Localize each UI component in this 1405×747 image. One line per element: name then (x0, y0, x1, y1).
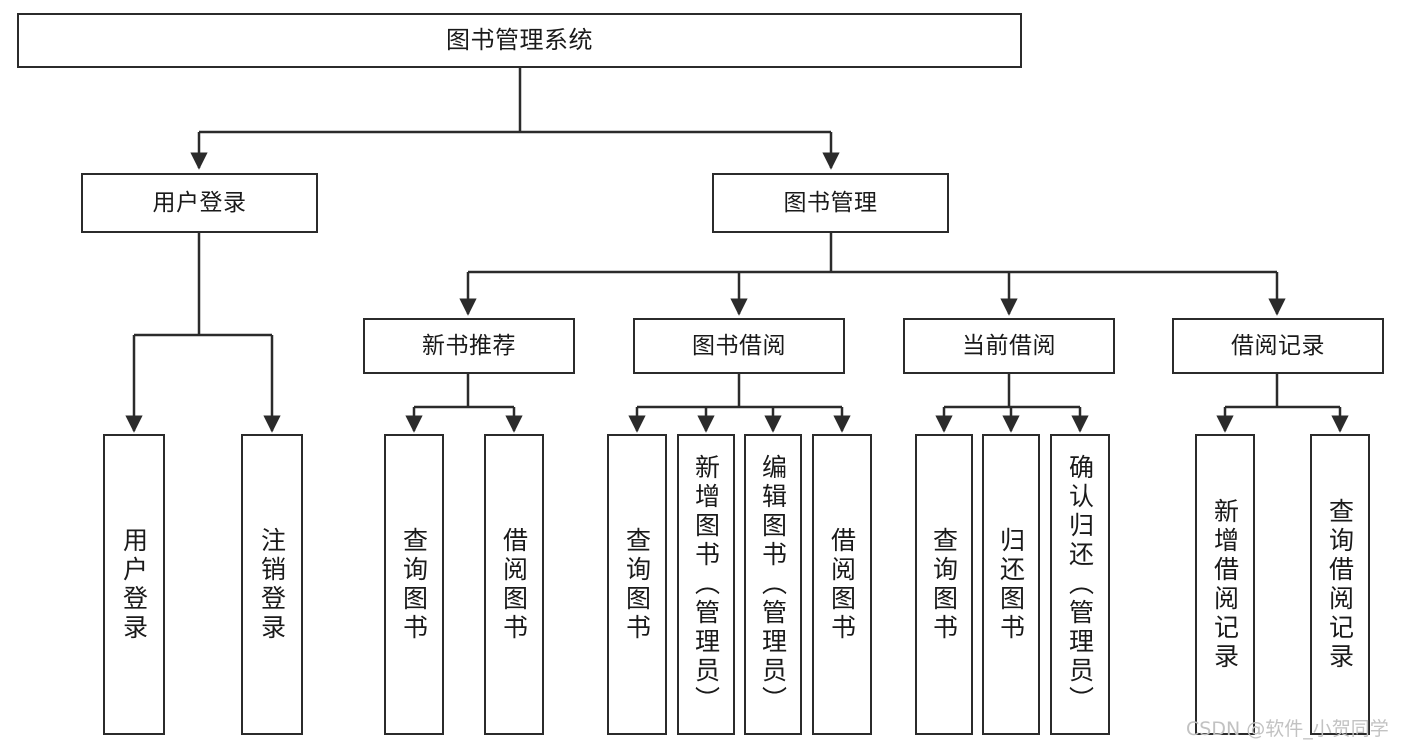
node-book-borrow-label: 图书借阅 (692, 332, 786, 359)
leaf-user-logout-label: 注销登录 (257, 526, 287, 643)
leaf-add-record-label: 新增借阅记录 (1210, 497, 1240, 672)
leaf-edit-book[interactable]: 编辑图书（管理员） (744, 434, 802, 735)
leaf-query-book-3[interactable]: 查询图书 (915, 434, 973, 735)
leaf-confirm-return-label: 确认归还（管理员） (1065, 454, 1095, 715)
leaf-query-book-3-label: 查询图书 (929, 526, 959, 643)
watermark: CSDN @软件_小贺同学 (1186, 718, 1389, 740)
leaf-query-record[interactable]: 查询借阅记录 (1310, 434, 1370, 735)
node-user-login-label: 用户登录 (152, 189, 247, 216)
node-borrow-record-label: 借阅记录 (1231, 332, 1325, 359)
node-root-label: 图书管理系统 (446, 25, 593, 54)
leaf-add-book-label: 新增图书（管理员） (691, 454, 721, 715)
leaf-return-book-label: 归还图书 (996, 526, 1026, 643)
node-user-login[interactable]: 用户登录 (81, 173, 318, 233)
leaf-query-record-label: 查询借阅记录 (1325, 497, 1355, 672)
node-new-book-recommend[interactable]: 新书推荐 (363, 318, 575, 374)
leaf-borrow-book-1-label: 借阅图书 (499, 526, 529, 643)
leaf-add-book[interactable]: 新增图书（管理员） (677, 434, 735, 735)
leaf-user-logout[interactable]: 注销登录 (241, 434, 303, 735)
leaf-user-login[interactable]: 用户登录 (103, 434, 165, 735)
node-book-manage[interactable]: 图书管理 (712, 173, 949, 233)
leaf-confirm-return[interactable]: 确认归还（管理员） (1050, 434, 1110, 735)
node-current-borrow[interactable]: 当前借阅 (903, 318, 1115, 374)
leaf-query-book-2[interactable]: 查询图书 (607, 434, 667, 735)
leaf-edit-book-label: 编辑图书（管理员） (758, 454, 788, 715)
node-root[interactable]: 图书管理系统 (17, 13, 1022, 68)
leaf-return-book[interactable]: 归还图书 (982, 434, 1040, 735)
node-book-manage-label: 图书管理 (783, 189, 878, 216)
leaf-add-record[interactable]: 新增借阅记录 (1195, 434, 1255, 735)
node-new-book-recommend-label: 新书推荐 (422, 332, 516, 359)
node-book-borrow[interactable]: 图书借阅 (633, 318, 845, 374)
node-current-borrow-label: 当前借阅 (962, 332, 1056, 359)
leaf-borrow-book-2-label: 借阅图书 (827, 526, 857, 643)
node-borrow-record[interactable]: 借阅记录 (1172, 318, 1384, 374)
leaf-borrow-book-2[interactable]: 借阅图书 (812, 434, 872, 735)
leaf-user-login-label: 用户登录 (119, 526, 149, 643)
leaf-query-book-1[interactable]: 查询图书 (384, 434, 444, 735)
leaf-query-book-1-label: 查询图书 (399, 526, 429, 643)
leaf-borrow-book-1[interactable]: 借阅图书 (484, 434, 544, 735)
leaf-query-book-2-label: 查询图书 (622, 526, 652, 643)
